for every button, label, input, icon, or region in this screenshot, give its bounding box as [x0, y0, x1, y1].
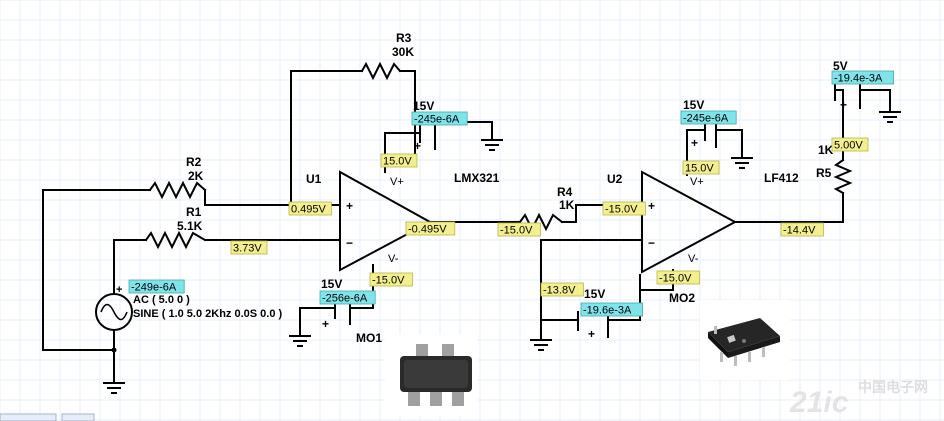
svg-text:+: +: [414, 139, 421, 153]
probe-u1-in-plus: 0.495V: [288, 201, 332, 216]
probe-u2-neg-current: -19.6e-3A: [580, 302, 643, 317]
ac-source[interactable]: [95, 284, 133, 353]
r1-value: 5.1K: [177, 219, 203, 233]
probe-value: -256e-6A: [322, 293, 368, 305]
ground-icon: [103, 382, 125, 394]
opamp-u2[interactable]: + −: [641, 170, 738, 274]
probe-value: -19.4e-3A: [834, 73, 883, 85]
svg-text:−: −: [648, 236, 655, 250]
u2-pos-supply-value: 15V: [683, 98, 704, 112]
probe-u2-in-minus: -13.8V: [540, 282, 584, 297]
probe-u2-pos-current: -245e-6A: [680, 110, 737, 125]
r5-supply-value: 5V: [833, 59, 848, 73]
svg-text:+: +: [322, 317, 329, 331]
probe-value: -19.6e-3A: [583, 305, 632, 317]
u1-neg-supply-value: 15V: [321, 277, 342, 291]
resistor-r4[interactable]: [518, 212, 564, 232]
probe-u1-neg-current: -256e-6A: [319, 290, 376, 305]
u2-vminus-pin: V-: [688, 253, 699, 265]
probe-u1-vplus: 15.0V: [380, 153, 418, 168]
source-ac: AC ( 5.0 0 ): [133, 294, 190, 306]
u1-vplus-pin: V+: [390, 176, 404, 188]
probe-value: -15.0V: [372, 275, 405, 287]
probe-value: -0.495V: [408, 224, 447, 236]
probe-value: -15.0V: [659, 273, 692, 285]
resistor-r3[interactable]: [360, 61, 402, 81]
u2-name: U2: [607, 172, 623, 186]
probe-u2-in-plus: -15.0V: [602, 201, 646, 216]
u2-vplus-pin: V+: [690, 176, 704, 188]
r1-name: R1: [186, 205, 202, 219]
probe-value: -13.8V: [543, 285, 576, 297]
svg-text:+: +: [588, 327, 595, 341]
probe-value: -15.0V: [605, 204, 638, 216]
r5-value: 1K: [818, 143, 834, 157]
source-sine: SINE ( 1.0 5.0 2Khz 0.0S 0.0 ): [133, 308, 283, 320]
svg-text:+: +: [691, 136, 698, 150]
sot23-chip-image: [385, 334, 477, 416]
ground-icon: [731, 157, 753, 169]
mo2-label: MO2: [669, 291, 695, 305]
watermark-logo: 21ic 中国电子网: [789, 379, 928, 419]
probe-labels: 0.495V 3.73V -0.495V 15.0V -15.0V -245e-6A -25…: [128, 70, 894, 317]
probe-value: 15.0V: [685, 163, 714, 175]
sheet-tab-1[interactable]: [0, 413, 57, 421]
resistor-r1[interactable]: [144, 230, 207, 250]
u1-part: LMX321: [454, 171, 500, 185]
u2-part: LF412: [764, 171, 799, 185]
svg-text:−: −: [346, 236, 353, 250]
probe-u1-vminus: -15.0V: [369, 272, 413, 287]
probe-u1-out: -0.495V: [405, 221, 456, 236]
probe-r5-node: 5.00V: [831, 137, 869, 152]
svg-text:+: +: [346, 199, 353, 213]
ground-icon: [879, 111, 901, 123]
probe-value: -245e-6A: [414, 114, 460, 126]
probe-value: 0.495V: [291, 204, 327, 216]
probe-u1-pos-current: -245e-6A: [411, 111, 468, 126]
ground-icon: [481, 139, 503, 151]
resistor-r5[interactable]: [833, 158, 853, 195]
u1-name: U1: [306, 172, 322, 186]
r2-value: 2K: [188, 169, 204, 183]
ground-symbols: [103, 111, 901, 394]
opamp-u1[interactable]: + −: [339, 170, 433, 272]
r2-name: R2: [186, 155, 202, 169]
svg-text:+: +: [648, 199, 655, 213]
r5-name: R5: [816, 166, 832, 180]
sheet-tab-2[interactable]: [61, 413, 95, 421]
svg-text:中国电子网: 中国电子网: [858, 379, 928, 395]
ground-icon: [530, 339, 552, 351]
r3-name: R3: [396, 31, 412, 45]
probe-value: -249e-6A: [131, 282, 177, 294]
r4-name: R4: [557, 185, 573, 199]
probe-r4-left: -15.0V: [497, 222, 541, 237]
probe-src-current: -249e-6A: [128, 279, 185, 294]
probe-value: 15.0V: [383, 156, 412, 168]
probe-value: -245e-6A: [683, 113, 729, 125]
svg-text:21ic: 21ic: [789, 386, 849, 419]
ground-icon: [289, 335, 311, 347]
probe-value: 3.73V: [233, 243, 262, 255]
probe-u2-out: -14.4V: [780, 222, 824, 237]
dip8-chip-image: [700, 300, 790, 380]
svg-text:+: +: [840, 98, 847, 112]
u2-neg-supply-value: 15V: [584, 287, 605, 301]
r3-value: 30K: [392, 45, 414, 59]
mo1-label: MO1: [356, 331, 382, 345]
u1-pos-supply-value: 15V: [413, 99, 434, 113]
resistor-r2[interactable]: [148, 180, 207, 200]
probe-value: -14.4V: [783, 225, 816, 237]
probe-r5-current: -19.4e-3A: [831, 70, 894, 85]
probe-value: -15.0V: [500, 225, 533, 237]
probe-u1-in-minus: 3.73V: [230, 240, 268, 255]
u1-vminus-pin: V-: [388, 253, 399, 265]
probe-value: 5.00V: [834, 140, 863, 152]
probe-u2-vplus: 15.0V: [682, 160, 720, 175]
r4-value: 1K: [559, 198, 575, 212]
source-plus: +: [116, 284, 122, 296]
probe-u2-vminus: -15.0V: [656, 270, 700, 285]
